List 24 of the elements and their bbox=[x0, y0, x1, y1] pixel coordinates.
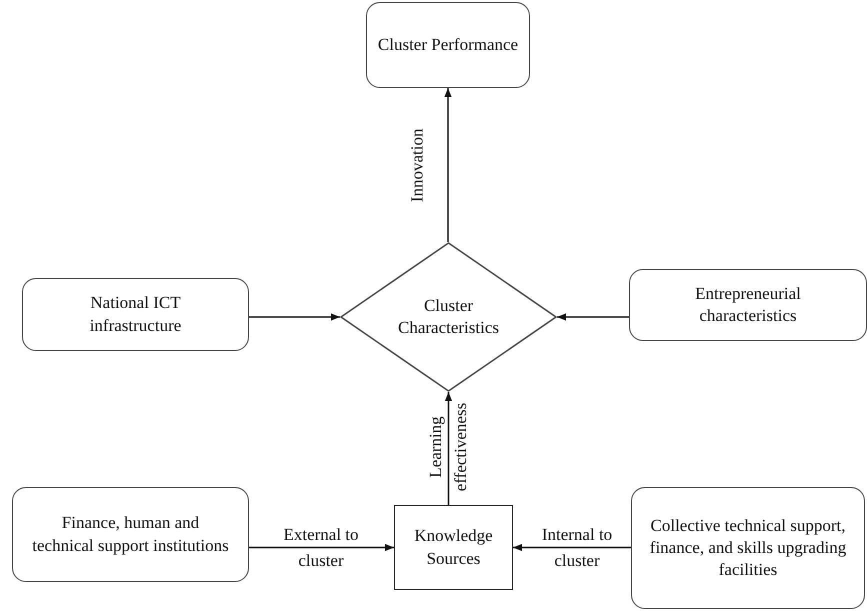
process-box bbox=[394, 505, 513, 590]
edge-label: Learning effectiveness bbox=[425, 402, 471, 494]
node-text: Finance, human and technical support institutions bbox=[31, 512, 230, 557]
arrow bbox=[444, 88, 452, 242]
rounded-box bbox=[366, 2, 530, 88]
rounded-box bbox=[631, 487, 865, 609]
node-text: Entrepreneurial characteristics bbox=[694, 282, 802, 327]
node-text: Cluster Characteristics bbox=[396, 294, 500, 339]
arrow bbox=[444, 392, 452, 505]
node-text: Collective technical support, finance, and skills upgrading facilities bbox=[648, 514, 848, 582]
arrow bbox=[557, 313, 629, 321]
arrow bbox=[249, 544, 394, 552]
node-text: Cluster Performance bbox=[378, 34, 518, 56]
edge-label: Innovation bbox=[406, 128, 428, 204]
node-text: Knowledge Sources bbox=[413, 525, 494, 570]
rounded-box bbox=[12, 487, 249, 582]
edge-label: Internal to cluster bbox=[540, 524, 614, 572]
edge-label: External to cluster bbox=[282, 524, 360, 572]
rounded-box bbox=[22, 278, 249, 351]
arrow bbox=[249, 313, 340, 321]
arrow bbox=[513, 544, 631, 552]
decision-diamond bbox=[340, 242, 557, 392]
node-text: National ICT infrastructure bbox=[88, 292, 182, 336]
rounded-box bbox=[629, 269, 867, 341]
